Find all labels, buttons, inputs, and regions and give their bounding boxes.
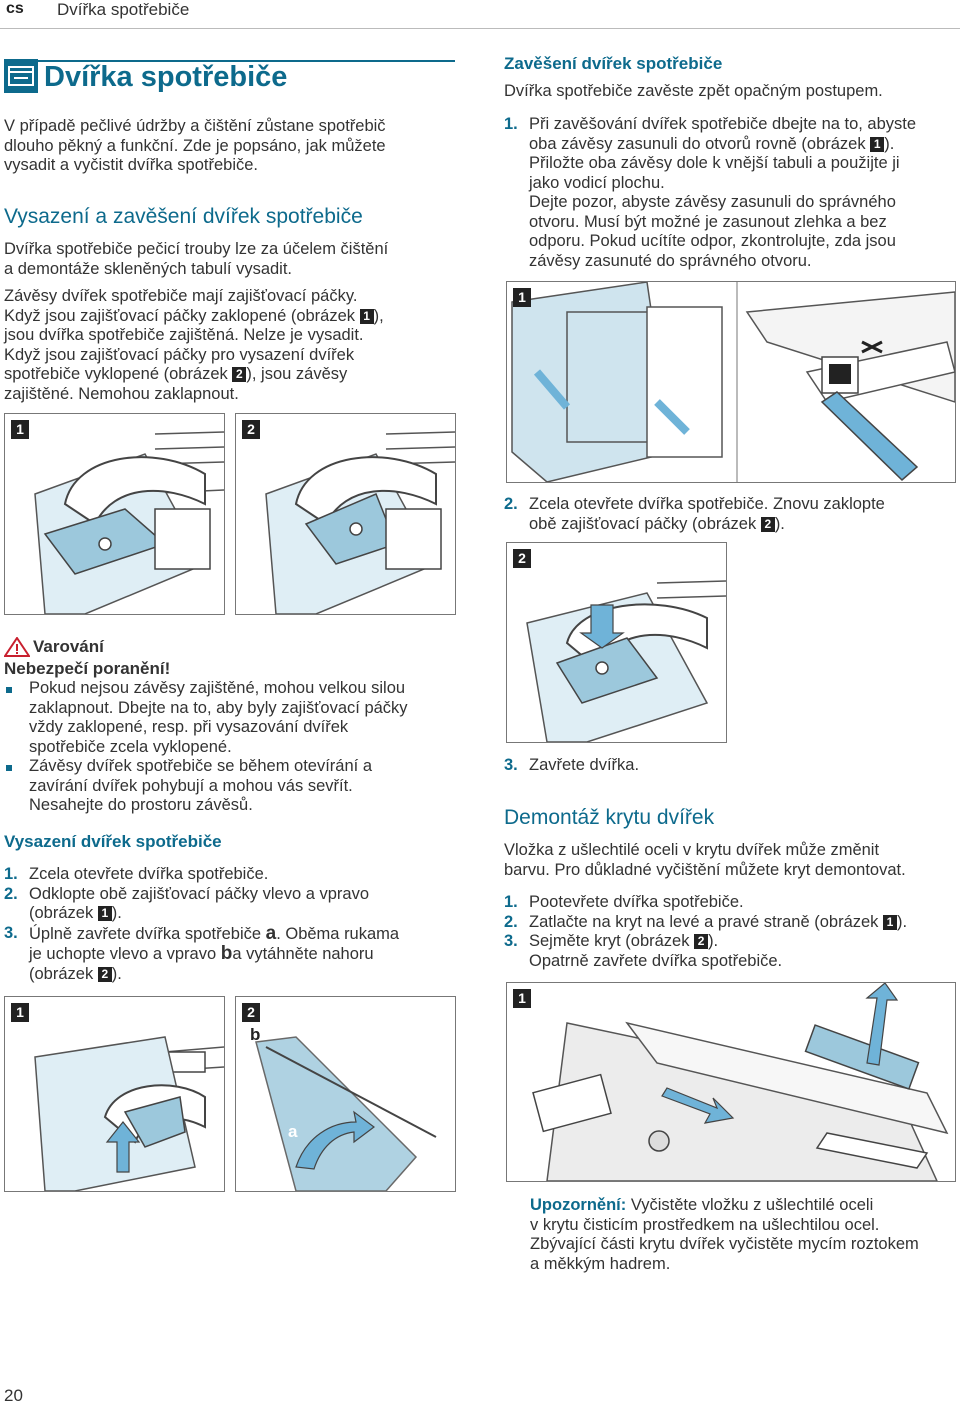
hang-intro: Dvířka spotřebiče zavěste zpět opačným p… (504, 82, 883, 100)
page-title: Dvířka spotřebiče (44, 61, 288, 93)
warning-bullet-1: Pokud nejsou závěsy zajištěné, mohou vel… (4, 679, 454, 757)
svg-text:b: b (414, 1132, 424, 1151)
remove-step-2: 2.Odklopte obě zajišťovací páčky vlevo a… (4, 884, 370, 923)
warning-title: Varování (33, 637, 104, 656)
figure-remove-door-2: 2 b a b (235, 996, 456, 1192)
cover-steps: 1.Pootevřete dvířka spotřebiče. 2.Zatlač… (504, 893, 954, 971)
cover-step-2: 2.Zatlačte na kryt na levé a pravé stran… (504, 912, 908, 931)
svg-text:b: b (250, 1025, 260, 1044)
remove-step-1: 1.Zcela otevřete dvířka spotřebiče. (4, 865, 269, 883)
section1-paragraph2: Závěsy dvířek spotřebiče mají zajišťovac… (4, 287, 384, 403)
warning-triangle-icon (3, 636, 31, 657)
language-code: cs (6, 0, 24, 17)
cover-step-3: 3.Sejměte kryt (obrázek 2).Opatrně zavře… (504, 932, 783, 970)
warning-block: Varování Nebezpečí poranění! Pokud nejso… (3, 636, 454, 816)
note-block: Upozornění: Vyčistěte vložku z ušlechtil… (530, 1196, 919, 1273)
warning-subtitle: Nebezpečí poranění! (4, 659, 171, 678)
figure-ref-badge: 1 (359, 308, 374, 324)
figure-cover-removal: 1 (506, 982, 956, 1182)
page-number: 20 (4, 1386, 23, 1405)
oven-door-icon (4, 59, 38, 93)
figure-hang-door: 1 (506, 281, 956, 483)
figure-ref-badge: 2 (232, 367, 247, 382)
section-heading-remove-door: Vysazení dvířek spotřebiče (4, 832, 222, 851)
intro-paragraph: V případě pečlivé údržby a čištění zůsta… (4, 117, 386, 174)
warning-bullet-2: Závěsy dvířek spotřebiče se během otevír… (4, 757, 454, 816)
cover-step-1: 1.Pootevřete dvířka spotřebiče. (504, 893, 744, 911)
hang-step-1: 1. Při zavěšování dvířek spotřebiče dbej… (504, 115, 917, 270)
figure-hinge-lever-closed: 1 (4, 413, 225, 615)
section-heading-hang-door: Zavěšení dvířek spotřebiče (504, 54, 723, 73)
figure-hang-lever-close: 2 (506, 542, 727, 743)
hang-step-2: 2. Zcela otevřete dvířka spotřebiče. Zno… (504, 495, 885, 533)
header-divider (0, 28, 960, 29)
title-divider (4, 60, 455, 62)
header-title: Dvířka spotřebiče (57, 0, 190, 19)
figure-hinge-lever-open: 2 (235, 413, 456, 615)
cover-paragraph: Vložka z ušlechtilé oceli v krytu dvířek… (504, 841, 906, 879)
section-heading-cover: Demontáž krytu dvířek (504, 806, 715, 829)
remove-steps: 1.Zcela otevřete dvířka spotřebiče. 2.Od… (4, 865, 454, 984)
svg-text:a: a (288, 1122, 298, 1141)
remove-step-3: 3.Úplně zavřete dvířka spotřebiče a. Obě… (4, 922, 400, 983)
figure-remove-door-1: 1 (4, 996, 225, 1192)
section-heading-remove-hang: Vysazení a zavěšení dvířek spotřebiče (4, 205, 363, 228)
hang-step-3: 3.Zavřete dvířka. (504, 756, 640, 774)
section1-paragraph1: Dvířka spotřebiče pečicí trouby lze za ú… (4, 240, 389, 278)
